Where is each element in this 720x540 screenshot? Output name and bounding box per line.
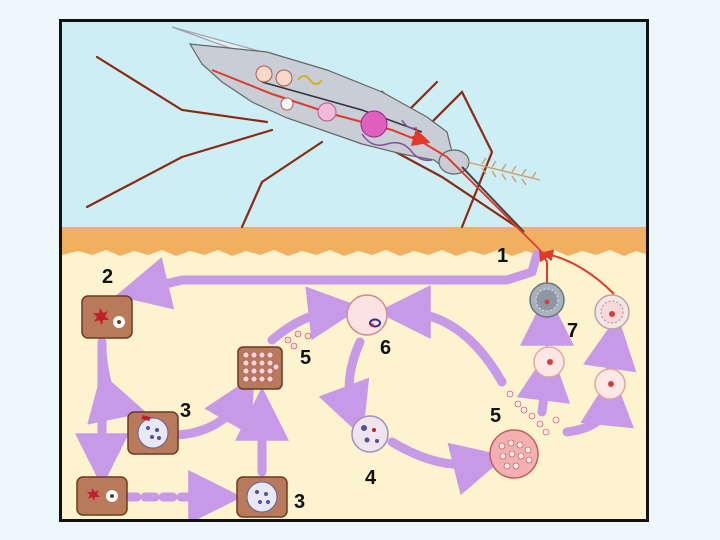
malaria-life-cycle-frame: 1 2 3 3 4 5 5 6 7	[59, 19, 649, 522]
arrow-schizont-to-ring	[376, 285, 507, 387]
arrow-liver-to-schizont	[87, 347, 147, 425]
rbc-trophozoite	[351, 415, 389, 453]
gametocyte-mature-b	[594, 294, 630, 330]
mosquito-antenna	[466, 157, 541, 186]
label-stage-5-left: 5	[300, 347, 311, 369]
liver-cell-infected	[81, 295, 133, 339]
arrow-gametocyte-b-up	[583, 315, 637, 373]
mosquito	[85, 26, 541, 235]
label-stage-2: 2	[102, 266, 113, 288]
label-stage-7: 7	[567, 320, 578, 342]
label-stage-1: 1	[497, 245, 508, 267]
skin-layer	[62, 227, 646, 256]
arrow-ring-to-trophozoite	[318, 337, 370, 438]
gametocyte-early-b	[594, 368, 626, 400]
liver-schizont-lower	[236, 476, 288, 518]
gametocyte-mature-a	[529, 282, 565, 318]
label-stage-3-lower: 3	[294, 491, 305, 513]
mosquito-gut	[211, 69, 525, 235]
gametocyte-early-a	[533, 346, 565, 378]
mosquito-ookinete	[280, 97, 294, 111]
rbc-schizont-rupture	[489, 390, 560, 479]
label-stage-4: 4	[365, 467, 377, 489]
liver-hypnozoite	[76, 476, 128, 516]
arrow-trophozoite-to-schizont	[387, 437, 507, 496]
label-stage-5-right: 5	[490, 405, 501, 427]
mosquito-salivary-gland	[360, 110, 388, 138]
arrow-skin-to-liver	[115, 249, 542, 310]
mosquito-proboscis	[461, 166, 525, 233]
infection-entry	[523, 233, 541, 251]
cycle-arrows	[75, 249, 637, 519]
mosquito-gametocyte-1	[255, 65, 273, 83]
return-to-mosquito-arrows	[538, 248, 615, 295]
label-stage-3-upper: 3	[180, 400, 191, 422]
arrow-merozoite-to-rbc	[267, 286, 363, 345]
liver-schizont-upper	[127, 411, 179, 455]
mosquito-gametocyte-2	[275, 69, 293, 87]
life-cycle-diagram: 1 2 3 3 4 5 5 6 7	[62, 22, 646, 519]
mosquito-zygote	[297, 75, 323, 85]
rbc-ring-stage	[346, 294, 388, 336]
mosquito-oocyst	[317, 102, 337, 122]
label-stage-6: 6	[380, 337, 391, 359]
arrow-schizont-to-gametocyte-b	[562, 371, 634, 437]
liver-merozoite-release	[237, 330, 312, 390]
arrow-schizont-to-gametocyte-a	[516, 346, 571, 417]
